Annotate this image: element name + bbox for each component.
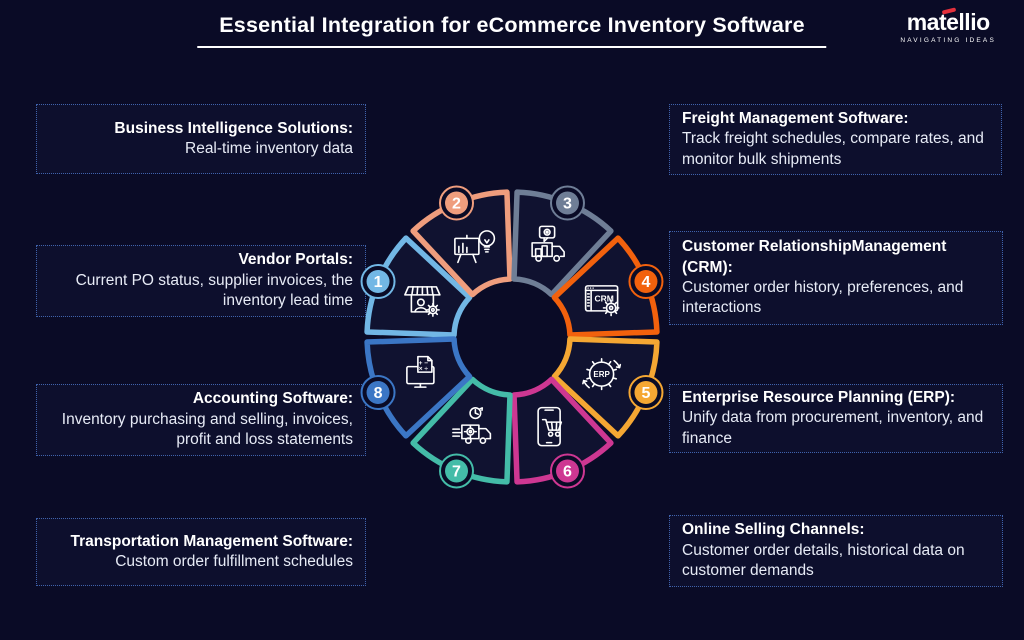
matellio-logo: matellio NAVIGATING IDEAS bbox=[900, 7, 996, 44]
info-box-body: Custom order fulfillment schedules bbox=[115, 553, 353, 570]
header: Essential Integration for eCommerce Inve… bbox=[197, 13, 827, 48]
segment-number-1: 1 bbox=[374, 274, 383, 291]
erp-icon: ERP bbox=[582, 358, 622, 391]
info-box-erp: Enterprise Resource Planning (ERP): Unif… bbox=[669, 384, 1003, 453]
info-box-business-intelligence: Business Intelligence Solutions: Real-ti… bbox=[36, 104, 366, 174]
info-box-heading: Customer RelationshipManagement (CRM): bbox=[682, 238, 947, 276]
info-box-body: Unify data from procurement, inventory, … bbox=[682, 409, 984, 447]
info-box-heading: Vendor Portals: bbox=[238, 251, 353, 269]
segment-number-badge-4: 4 bbox=[628, 264, 664, 300]
segment-wedge-5 bbox=[551, 336, 660, 439]
segment-number-badge-1: 1 bbox=[360, 264, 396, 300]
online-cart-icon bbox=[537, 406, 563, 447]
svg-text:CRM: CRM bbox=[594, 293, 613, 303]
page-title: Essential Integration for eCommerce Inve… bbox=[197, 13, 827, 48]
info-box-body: Customer order details, historical data … bbox=[682, 541, 965, 580]
info-box-heading: Freight Management Software: bbox=[682, 109, 909, 127]
logo-text: matellio bbox=[906, 9, 990, 35]
info-box-heading: Accounting Software: bbox=[192, 390, 353, 408]
segment-number-7: 7 bbox=[452, 463, 461, 480]
info-box-heading: Transportation Management Software: bbox=[70, 532, 353, 550]
segment-number-8: 8 bbox=[374, 385, 383, 402]
segment-number-badge-6: 6 bbox=[549, 453, 585, 489]
segment-wedge-3 bbox=[511, 189, 614, 298]
segment-number-6: 6 bbox=[563, 463, 572, 480]
info-box-freight-management: Freight Management Software: Track freig… bbox=[669, 104, 1002, 175]
segment-number-badge-3: 3 bbox=[549, 185, 585, 221]
info-box-body: Real-time inventory data bbox=[185, 140, 353, 157]
logo-tagline: NAVIGATING IDEAS bbox=[900, 37, 996, 44]
segment-number-badge-8: 8 bbox=[360, 374, 396, 410]
segment-number-4: 4 bbox=[642, 274, 651, 291]
info-box-body: Inventory purchasing and selling, invoic… bbox=[61, 410, 353, 449]
storefront-icon bbox=[404, 286, 441, 317]
segment-wedge-2 bbox=[410, 189, 513, 298]
svg-text:ERP: ERP bbox=[593, 370, 610, 379]
info-box-accounting-software: Accounting Software: Inventory purchasin… bbox=[36, 384, 366, 456]
logo-wordmark: matellio bbox=[900, 7, 996, 35]
segment-number-2: 2 bbox=[452, 196, 461, 213]
info-box-body: Customer order history, preferences, and… bbox=[682, 279, 964, 317]
freight-truck-icon bbox=[531, 225, 565, 262]
info-box-vendor-portals: Vendor Portals: Current PO status, suppl… bbox=[36, 245, 366, 317]
segment-number-3: 3 bbox=[563, 196, 572, 213]
accounting-icon: + − × ÷ bbox=[406, 355, 435, 388]
info-box-heading: Online Selling Channels: bbox=[682, 521, 865, 539]
info-box-body: Track freight schedules, compare rates, … bbox=[682, 130, 984, 168]
segment-number-badge-5: 5 bbox=[628, 374, 664, 410]
info-box-crm: Customer RelationshipManagement (CRM): C… bbox=[669, 231, 1003, 325]
info-box-transportation-management: Transportation Management Software: Cust… bbox=[36, 518, 366, 586]
segment-wedge-6 bbox=[511, 376, 614, 485]
info-box-online-selling: Online Selling Channels: Customer order … bbox=[669, 515, 1003, 587]
crm-icon: CRM bbox=[584, 285, 620, 317]
integration-wheel: 1 2 3 CRM 4 ERP 5 6 7 + − × ÷ 8 bbox=[342, 167, 682, 507]
info-box-heading: Enterprise Resource Planning (ERP): bbox=[682, 388, 956, 406]
business-intelligence-icon bbox=[454, 230, 496, 264]
segment-number-5: 5 bbox=[642, 385, 651, 402]
info-box-heading: Business Intelligence Solutions: bbox=[114, 119, 353, 137]
delivery-truck-icon bbox=[452, 407, 492, 445]
integration-wheel-svg: 1 2 3 CRM 4 ERP 5 6 7 + − × ÷ 8 bbox=[360, 185, 664, 489]
svg-text:× ÷: × ÷ bbox=[419, 366, 429, 373]
info-box-body: Current PO status, supplier invoices, th… bbox=[75, 271, 353, 310]
svg-text:+ −: + − bbox=[419, 360, 429, 367]
segment-number-badge-7: 7 bbox=[439, 453, 475, 489]
segment-number-badge-2: 2 bbox=[439, 185, 475, 221]
